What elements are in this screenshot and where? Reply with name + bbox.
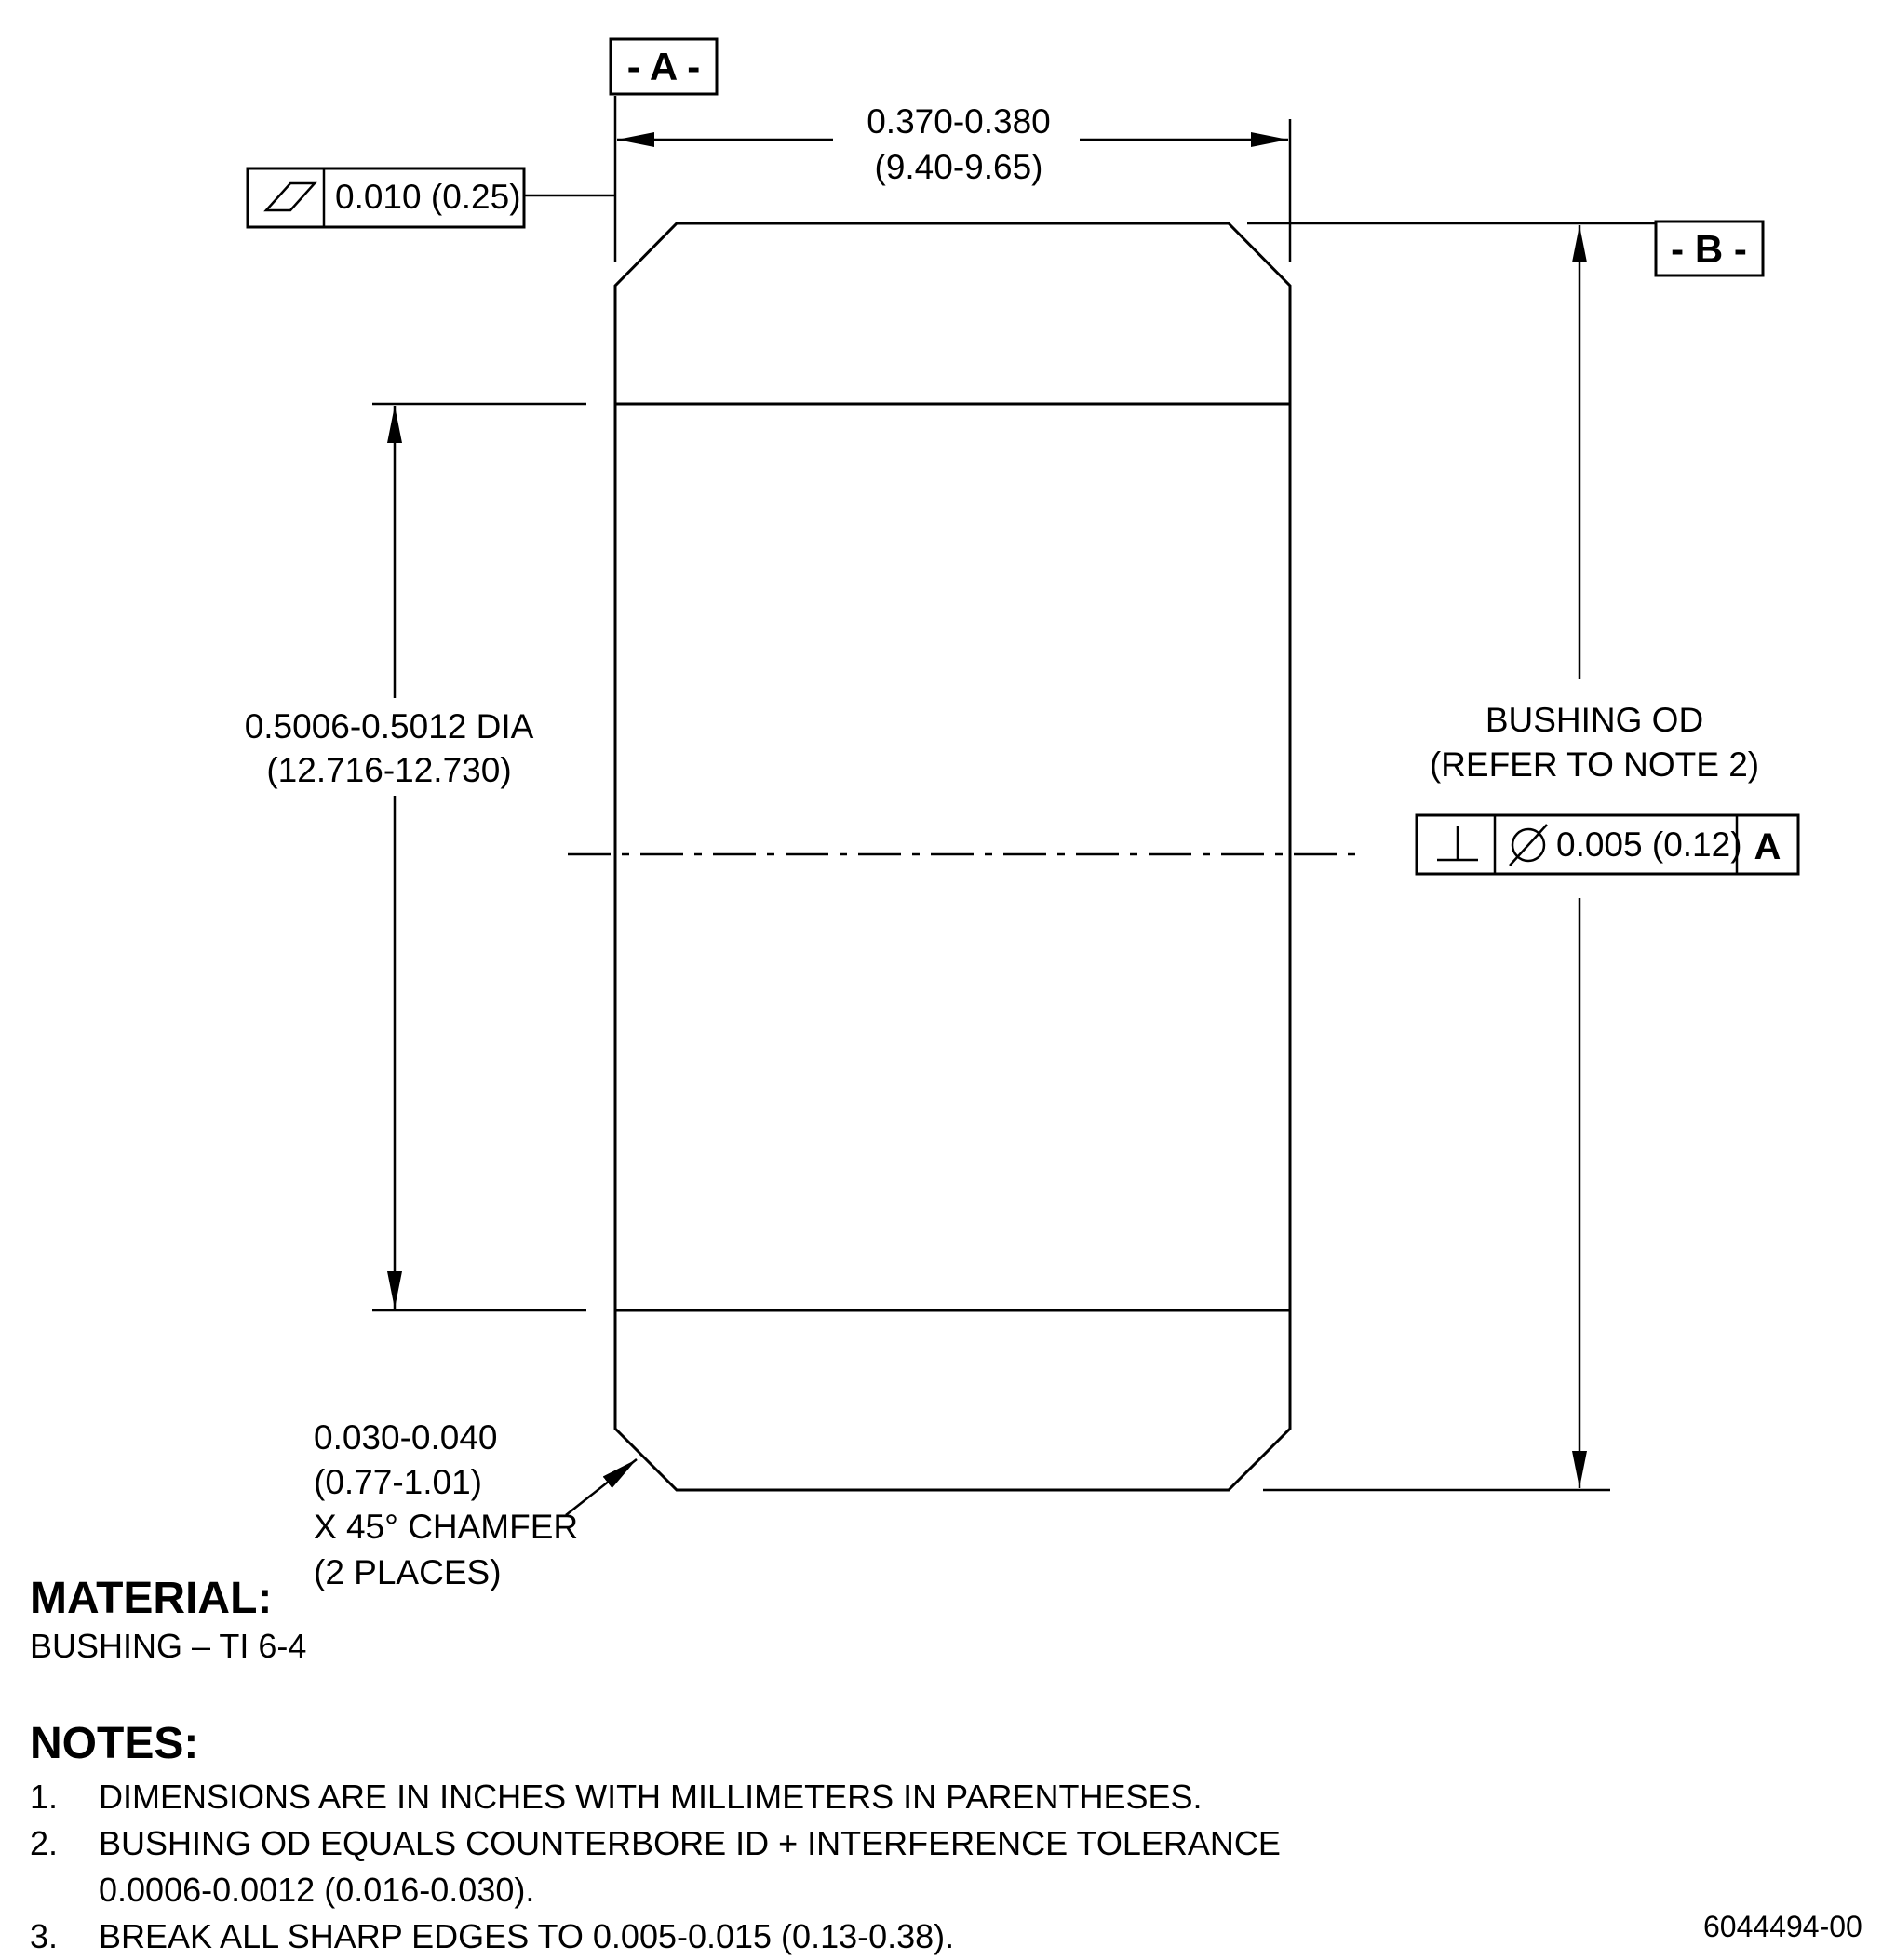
- datum-b-box: [1654, 220, 1765, 277]
- chamfer-line3: X 45° CHAMFER: [314, 1508, 578, 1546]
- perpendicularity-datum: A: [1754, 826, 1781, 867]
- chamfer-leader: [565, 1458, 638, 1516]
- od-label-line1: BUSHING OD: [1485, 701, 1703, 739]
- datum-b-label: - B -: [1671, 227, 1747, 271]
- notes-block: MATERIAL: BUSHING – TI 6-4 NOTES: 1. DIM…: [30, 1573, 1426, 1960]
- id-dim-mm: (12.716-12.730): [266, 751, 511, 789]
- note-text: BREAK ALL SHARP EDGES TO 0.005-0.015 (0.…: [99, 1917, 955, 1955]
- note-item: 3. BREAK ALL SHARP EDGES TO 0.005-0.015 …: [30, 1913, 1426, 1960]
- notes-heading: NOTES:: [30, 1719, 199, 1768]
- note-text: DIMENSIONS ARE IN INCHES WITH MILLIMETER…: [99, 1778, 1203, 1816]
- datum-a-label: - A -: [627, 45, 701, 88]
- od-label-line2: (REFER TO NOTE 2): [1430, 745, 1759, 784]
- perpendicularity-value: 0.005 (0.12): [1556, 826, 1742, 864]
- flatness-value: 0.010 (0.25): [335, 178, 521, 216]
- drawing-number: 6044494-00: [1703, 1910, 1862, 1943]
- width-dim-mm: (9.40-9.65): [875, 148, 1043, 186]
- chamfer-line4: (2 PLACES): [314, 1553, 502, 1591]
- note-number: 2.: [30, 1824, 59, 1862]
- chamfer-line1: 0.030-0.040: [314, 1418, 498, 1457]
- note-number: 1.: [30, 1778, 59, 1816]
- note-text: BUSHING OD EQUALS COUNTERBORE ID + INTER…: [99, 1824, 1281, 1862]
- chamfer-line2: (0.77-1.01): [314, 1463, 482, 1501]
- id-dim-inch: 0.5006-0.5012 DIA: [245, 707, 534, 745]
- perpendicularity-icon: [1437, 826, 1478, 862]
- width-dim-inch: 0.370-0.380: [867, 102, 1051, 141]
- note-item: 1. DIMENSIONS ARE IN INCHES WITH MILLIME…: [30, 1774, 1426, 1820]
- note-item-continuation: 0.0006-0.0012 (0.016-0.030).: [30, 1867, 1426, 1913]
- note-text-continuation: 0.0006-0.0012 (0.016-0.030).: [99, 1871, 535, 1909]
- perpendicularity-frame: [1415, 813, 1800, 876]
- diameter-icon: [1509, 824, 1548, 866]
- material-heading: MATERIAL:: [30, 1574, 273, 1623]
- note-item: 2. BUSHING OD EQUALS COUNTERBORE ID + IN…: [30, 1820, 1426, 1867]
- flatness-icon: [263, 181, 317, 212]
- part-outline: [613, 222, 1292, 1492]
- flatness-frame: [246, 167, 526, 229]
- note-number: 3.: [30, 1917, 59, 1955]
- material-text: BUSHING – TI 6-4: [30, 1627, 307, 1665]
- datum-a-box: [609, 37, 719, 96]
